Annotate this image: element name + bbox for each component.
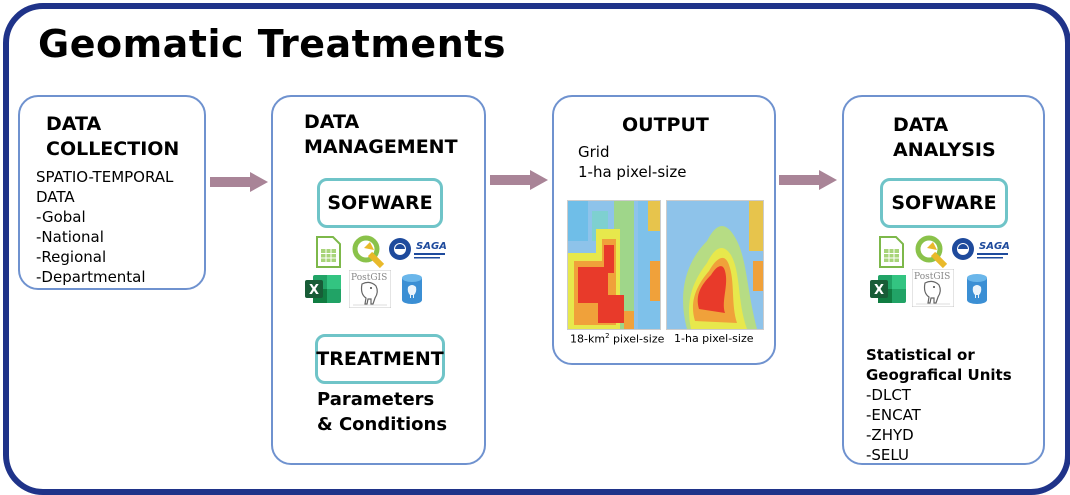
units-title-line: Statistical or: [866, 346, 975, 364]
treatment-badge: TREATMENT: [315, 334, 445, 384]
excel-logo-text: X: [874, 283, 884, 298]
data-collection-box: DATA COLLECTION SPATIO-TEMPORAL DATA -Go…: [18, 95, 206, 290]
caption-main: 18-km: [570, 332, 606, 346]
caption-rest: pixel-size: [609, 332, 665, 346]
list-item: DATA: [36, 188, 75, 206]
postgis-icon: PostGIS: [349, 270, 391, 308]
output-box: OUTPUT Grid 1-ha pixel-size: [552, 95, 776, 365]
header-line: DATA: [893, 114, 949, 136]
database-icon: [967, 274, 987, 304]
list-item: -ENCAT: [866, 406, 921, 424]
data-analysis-box: DATA ANALYSIS SOFWARE SAGA X PostGIS: [842, 95, 1045, 465]
output-description: Grid 1-ha pixel-size: [578, 142, 686, 182]
postgis-logo-text: PostGIS: [914, 272, 950, 282]
output-line: 1-ha pixel-size: [578, 163, 687, 181]
qgis-icon: [352, 235, 384, 268]
fine-grid-map: [666, 200, 764, 330]
list-item: -National: [36, 228, 104, 246]
units-title: Statistical or Geografical Units: [866, 345, 1012, 385]
software-badge: SOFWARE: [317, 178, 443, 228]
qgis-icon: [915, 235, 947, 268]
flow-arrow-1: [210, 172, 268, 192]
flow-arrow-3: [779, 170, 837, 190]
list-item: -Gobal: [36, 208, 86, 226]
caption-superscript: 2: [605, 332, 610, 340]
parameters-text: Parameters & Conditions: [317, 387, 447, 437]
excel-icon: X: [305, 275, 341, 303]
data-management-box: DATA MANAGEMENT SOFWARE SAGA X PostGIS: [271, 95, 486, 465]
saga-icon: SAGA: [389, 238, 447, 260]
list-item: SPATIO-TEMPORAL: [36, 168, 174, 186]
fine-map-caption: 1-ha pixel-size: [674, 332, 754, 345]
excel-logo-text: X: [309, 283, 319, 298]
postgis-icon: PostGIS: [912, 269, 954, 307]
params-line: & Conditions: [317, 414, 448, 435]
software-badge: SOFWARE: [880, 178, 1008, 228]
units-title-line: Geografical Units: [866, 366, 1012, 384]
spreadsheet-icon: [879, 236, 904, 268]
saga-logo-text: SAGA: [979, 241, 1010, 252]
coarse-map-caption: 18-km2 pixel-size: [570, 332, 664, 346]
flow-arrow-2: [490, 170, 548, 190]
output-header: OUTPUT: [622, 114, 709, 136]
header-line: DATA: [46, 113, 102, 135]
list-item: -Departmental: [36, 268, 146, 286]
page-title: Geomatic Treatments: [38, 22, 507, 66]
header-line: DATA: [304, 111, 360, 133]
excel-icon: X: [870, 275, 906, 303]
output-line: Grid: [578, 143, 610, 161]
header-line: MANAGEMENT: [304, 136, 458, 158]
list-item: -ZHYD: [866, 426, 914, 444]
list-item: -SELU: [866, 446, 910, 464]
params-line: Parameters: [317, 389, 435, 410]
coarse-grid-map: [567, 200, 661, 330]
saga-logo-text: SAGA: [416, 241, 447, 252]
list-item: -DLCT: [866, 386, 911, 404]
spreadsheet-icon: [316, 236, 341, 268]
header-line: ANALYSIS: [893, 139, 996, 161]
data-analysis-header: DATA ANALYSIS: [893, 113, 996, 163]
data-management-header: DATA MANAGEMENT: [304, 110, 458, 160]
list-item: -Regional: [36, 248, 107, 266]
data-collection-list: SPATIO-TEMPORAL DATA -Gobal -National -R…: [36, 167, 173, 287]
units-list: -DLCT -ENCAT -ZHYD -SELU: [866, 385, 921, 465]
data-collection-header: DATA COLLECTION: [46, 112, 179, 162]
saga-icon: SAGA: [952, 238, 1010, 260]
database-icon: [402, 274, 422, 304]
header-line: COLLECTION: [46, 138, 180, 160]
postgis-logo-text: PostGIS: [351, 273, 387, 283]
